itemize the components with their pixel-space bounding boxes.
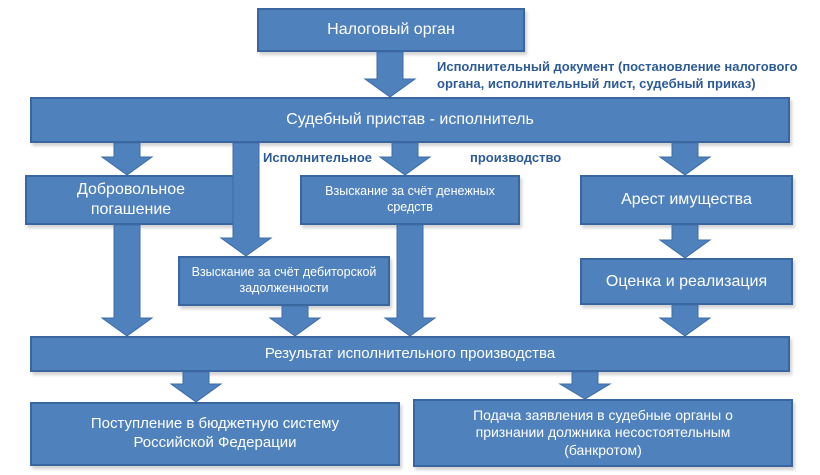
arrow-cash-to-result — [383, 224, 437, 337]
arrow-receivables-to-result — [268, 305, 322, 337]
node-bailiff: Судебный пристав - исполнитель — [30, 97, 790, 143]
node-voluntary-repayment: Добровольное погашение — [25, 175, 237, 225]
label-executive-document: Исполнительный документ (постановление н… — [437, 59, 798, 91]
node-tax-authority: Налоговый орган — [257, 8, 525, 52]
node-bankruptcy-filing: Подача заявления в судебные органы о при… — [413, 399, 793, 467]
node-bankruptcy-filing-label: Подача заявления в судебные органы о при… — [473, 406, 733, 458]
arrow-result-to-budget — [169, 371, 223, 403]
node-voluntary-repayment-label: Добровольное погашение — [76, 181, 186, 218]
node-recovery-receivables-label: Взыскание за счёт дебиторской задолженно… — [191, 265, 377, 295]
node-budget-receipt: Поступление в бюджетную систему Российск… — [30, 402, 400, 466]
arrow-voluntary-to-result — [100, 224, 154, 337]
arrow-bailiff-to-arrest — [658, 142, 712, 176]
node-valuation-sale-label: Оценка и реализация — [605, 272, 768, 290]
label-enforcement-left: Исполнительное — [263, 150, 373, 165]
node-budget-receipt-label: Поступление в бюджетную систему Российск… — [90, 415, 340, 451]
node-bailiff-label: Судебный пристав - исполнитель — [286, 111, 534, 128]
arrow-valuation-to-result — [658, 304, 712, 337]
node-recovery-cash: Взыскание за счёт денежных средств — [300, 175, 520, 225]
node-tax-authority-label: Налоговый орган — [327, 21, 455, 38]
arrow-bailiff-to-receivables — [219, 142, 273, 257]
arrow-result-to-bankruptcy — [558, 371, 612, 400]
node-property-arrest: Арест имущества — [580, 175, 793, 225]
node-enforcement-result: Результат исполнительного производства — [30, 336, 790, 372]
label-enforcement-right: производство — [470, 150, 562, 165]
node-recovery-cash-label: Взыскание за счёт денежных средств — [325, 184, 495, 214]
arrow-tax-to-bailiff — [363, 51, 417, 98]
node-property-arrest-label: Арест имущества — [621, 191, 752, 208]
node-enforcement-result-label: Результат исполнительного производства — [264, 344, 556, 362]
node-recovery-receivables: Взыскание за счёт дебиторской задолженно… — [178, 256, 390, 306]
arrow-bailiff-to-voluntary — [100, 142, 154, 176]
node-valuation-sale: Оценка и реализация — [580, 258, 793, 305]
arrow-bailiff-to-cash — [378, 142, 432, 176]
arrow-arrest-to-valuation — [658, 224, 712, 259]
